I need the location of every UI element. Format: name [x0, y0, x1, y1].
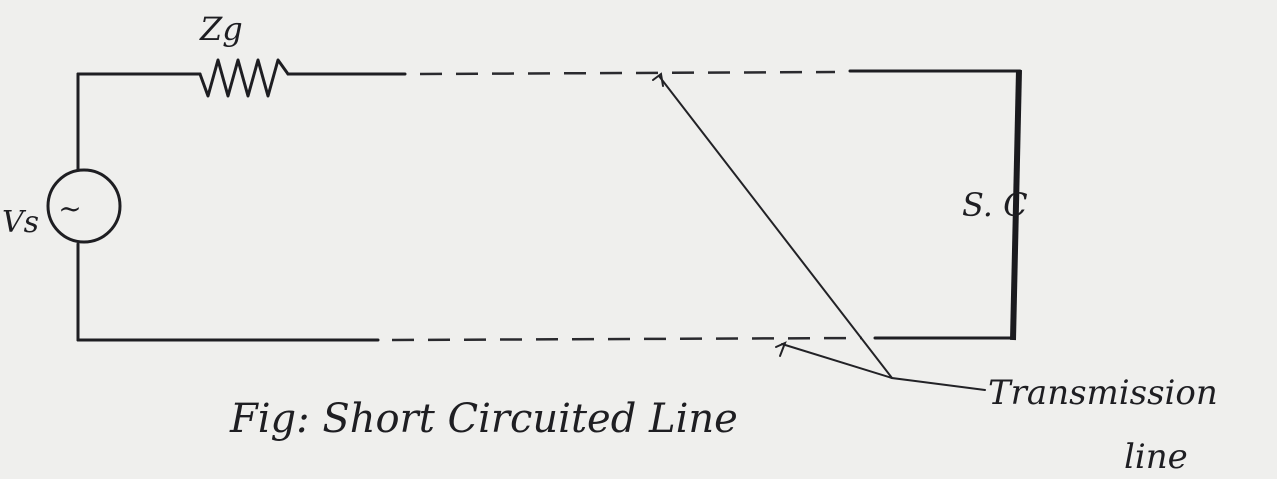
top-line-dashed	[419, 70, 836, 76]
pointer-to-bottom-line	[781, 343, 893, 379]
impedance-label: Zg	[199, 10, 243, 48]
ac-source-icon	[46, 168, 122, 244]
pointer-to-top-line	[658, 75, 986, 391]
arrow-bottom-icon	[775, 341, 787, 357]
transmission-line-label-2: line	[1124, 437, 1188, 477]
short-circuit-bar	[1010, 69, 1022, 341]
arrow-top-icon	[652, 72, 664, 87]
transmission-line-label-1: Transmission	[988, 373, 1218, 413]
resistor-zg	[198, 58, 290, 98]
short-circuit-label: S. C	[962, 186, 1028, 224]
ac-source-symbol: ~	[58, 192, 81, 225]
bottom-line-dashed	[391, 336, 863, 342]
figure-caption: Fig: Short Circuited Line	[229, 396, 738, 442]
voltage-label: Vs	[2, 205, 39, 240]
